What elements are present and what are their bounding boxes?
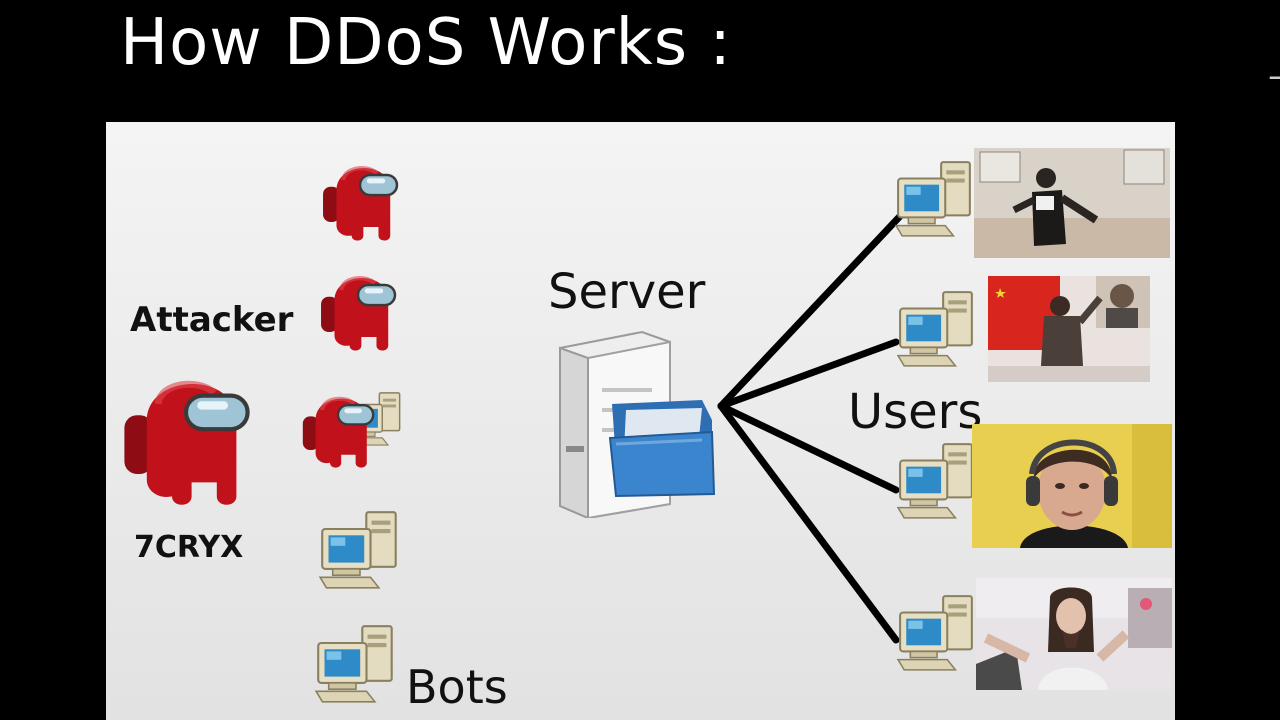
bot-computer-icon-5: [314, 622, 398, 706]
bots-label: Bots: [406, 660, 508, 714]
bot-computer-icon-4: [318, 508, 402, 592]
edge-glyph: ᒧ: [1268, 52, 1280, 87]
user-computer-icon-2: [896, 288, 978, 370]
user-computer-icon-4: [896, 592, 978, 674]
attacker-name: 7CRYX: [134, 530, 244, 565]
bot-crewmate-icon-1: [318, 154, 402, 248]
line-to-user-3: [717, 402, 900, 494]
user-computer-icon-3: [896, 440, 978, 522]
server-label: Server: [548, 264, 706, 320]
server-icon: [559, 330, 716, 518]
user-photo-3: [972, 424, 1172, 548]
attacker-label: Attacker: [130, 300, 294, 340]
line-to-user-1: [717, 208, 908, 410]
bot-crewmate-icon-3: [298, 384, 378, 476]
user-photo-1: [974, 148, 1170, 258]
line-to-user-4: [717, 402, 900, 644]
bot-crewmate-icon-2: [316, 264, 400, 358]
line-to-user-2: [717, 338, 900, 410]
title: How DDoS Works :: [120, 6, 732, 80]
users-label: Users: [848, 384, 983, 440]
attacker-crewmate-icon: [116, 354, 256, 524]
connection-lines: [717, 208, 908, 644]
diagram-slide: Attacker 7CRYX Bots Server Users: [106, 122, 1175, 720]
user-photo-2: [988, 276, 1150, 382]
user-computer-icon-1: [894, 158, 976, 240]
user-photo-4: [976, 578, 1172, 690]
